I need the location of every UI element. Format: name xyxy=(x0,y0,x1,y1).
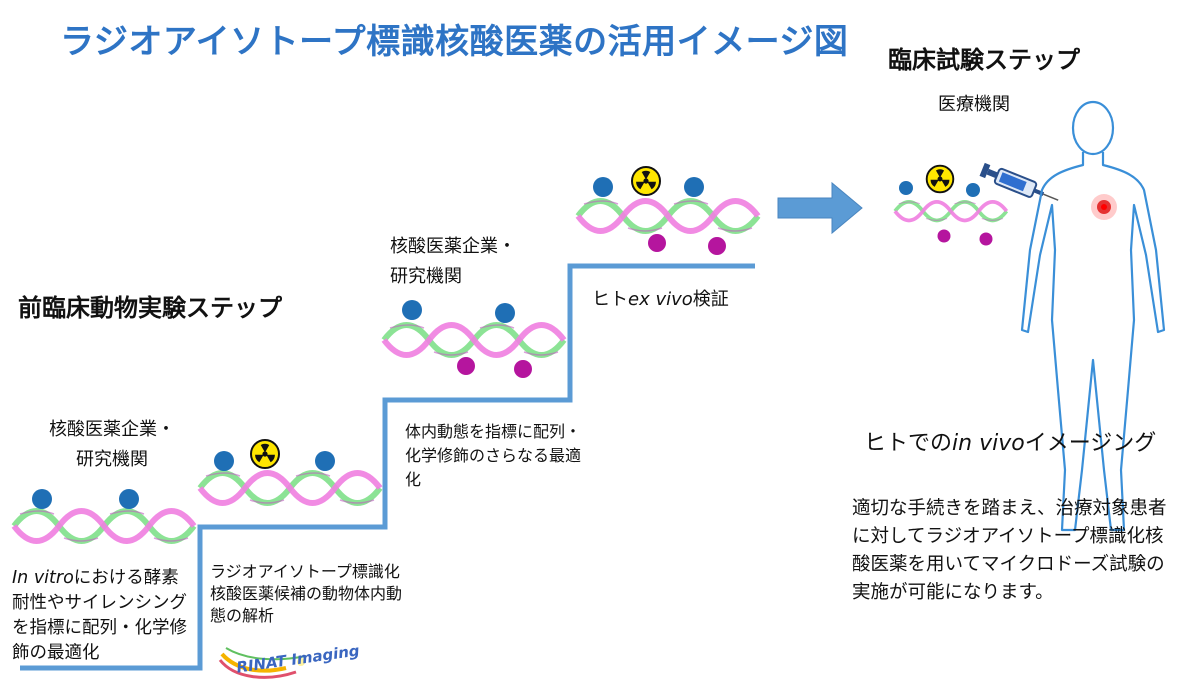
dna-helix-icon xyxy=(384,325,564,355)
blue-ball xyxy=(684,177,704,197)
page-title: ラジオアイソトープ標識核酸医薬の活用イメージ図 xyxy=(60,22,849,62)
clinical-heading: 臨床試験ステップ xyxy=(888,46,1080,74)
step1-text: における酵素耐性やサイレンシングを指標に配列・化学修飾の最適化 xyxy=(12,568,187,663)
radiation-icon xyxy=(631,166,661,196)
step4-description: ヒトex vivo検証 xyxy=(592,285,729,311)
dna-helix-icon xyxy=(200,473,380,503)
purple-ball xyxy=(648,234,666,252)
imaging-label: ヒトでのin vivoイメージング xyxy=(864,432,1156,456)
step4-italic: ex vivo xyxy=(628,289,693,310)
step4-suffix: 検証 xyxy=(692,289,729,310)
org-label-2: 核酸医薬企業・ 研究機関 xyxy=(390,236,516,287)
purple-ball xyxy=(937,229,951,243)
purple-ball xyxy=(979,232,993,246)
purple-ball xyxy=(457,357,475,375)
purple-ball xyxy=(514,360,532,378)
step2-description: ラジオアイソトープ標識化核酸医薬候補の動物体内動態の解析 xyxy=(210,562,403,625)
dna-helix-icon xyxy=(14,511,194,541)
blue-ball xyxy=(402,300,422,320)
blue-ball xyxy=(214,451,234,471)
step1-prefix: In vitro xyxy=(12,568,74,588)
clinical-description: 適切な手続きを踏まえ、治療対象患者に対してラジオアイソトープ標識化核酸医薬を用い… xyxy=(852,498,1167,603)
right-arrow-icon xyxy=(777,181,863,235)
staircase-line xyxy=(20,263,755,671)
step1-description: In vitroにおける酵素耐性やサイレンシングを指標に配列・化学修飾の最適化 xyxy=(12,566,194,666)
purple-ball xyxy=(708,237,726,255)
radiation-icon xyxy=(925,164,955,194)
dna-helix-icon xyxy=(893,200,1009,223)
blue-ball xyxy=(119,489,139,509)
rinat-imaging-logo: RINAT Imaging xyxy=(216,640,386,686)
preclinical-heading: 前臨床動物実験ステップ xyxy=(18,294,282,322)
imaging-suffix: イメージング xyxy=(1024,431,1157,456)
human-body-icon xyxy=(1020,100,1166,532)
blue-ball xyxy=(593,177,613,197)
blue-ball xyxy=(315,451,335,471)
radiation-icon xyxy=(250,439,280,469)
step3-description: 体内動態を指標に配列・化学修飾のさらなる最適化 xyxy=(405,422,582,489)
blue-ball xyxy=(966,183,980,197)
blue-ball xyxy=(495,303,515,323)
imaging-italic: in vivo xyxy=(952,431,1025,456)
dna-helix-icon xyxy=(578,201,758,231)
blue-ball xyxy=(32,489,52,509)
imaging-prefix: ヒトでの xyxy=(864,431,953,456)
institution-label: 医療機関 xyxy=(938,94,1010,115)
org-label-1: 核酸医薬企業・ 研究機関 xyxy=(49,419,175,470)
blue-ball xyxy=(899,181,913,195)
step4-prefix: ヒト xyxy=(592,289,628,310)
